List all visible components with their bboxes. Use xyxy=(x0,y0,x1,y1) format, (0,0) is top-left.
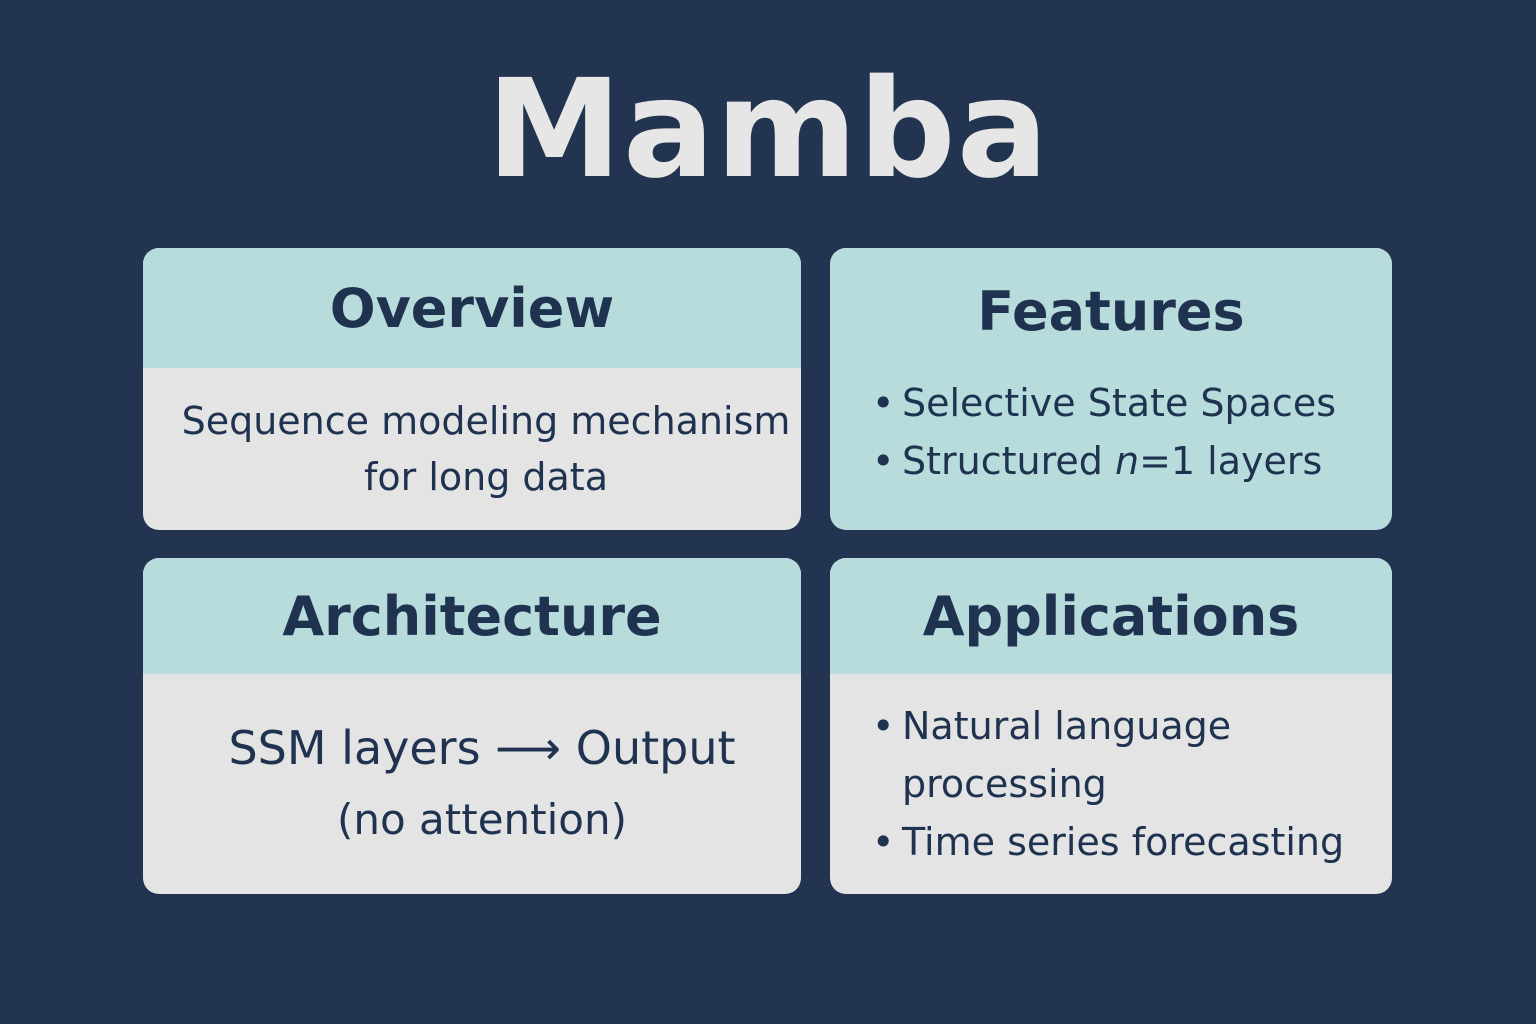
applications-item-nlp: Natural language processing xyxy=(872,697,1392,813)
features-item-variable: n xyxy=(1114,439,1140,483)
features-item-suffix: =1 layers xyxy=(1139,439,1323,483)
architecture-note: (no attention) xyxy=(336,795,628,844)
architecture-flow: SSM layers ⟶ Output xyxy=(228,721,736,775)
features-card: Features Selective State Spaces Structur… xyxy=(830,248,1392,530)
applications-item-time-series: Time series forecasting xyxy=(872,813,1392,871)
overview-line-1: Sequence modeling mechanism xyxy=(181,399,791,443)
overview-heading: Overview xyxy=(143,248,801,368)
architecture-card: Architecture SSM layers ⟶ Output (no att… xyxy=(143,558,801,894)
architecture-heading: Architecture xyxy=(143,558,801,674)
architecture-body: SSM layers ⟶ Output (no attention) xyxy=(143,674,801,894)
features-list: Selective State Spaces Structured n=1 la… xyxy=(872,374,1392,490)
features-body: Selective State Spaces Structured n=1 la… xyxy=(830,374,1392,514)
overview-card: Overview Sequence modeling mechanism for… xyxy=(143,248,801,530)
features-item-selective: Selective State Spaces xyxy=(872,374,1392,432)
features-item-structured: Structured n=1 layers xyxy=(872,432,1392,490)
applications-list: Natural language processing Time series … xyxy=(872,697,1392,871)
applications-card: Applications Natural language processing… xyxy=(830,558,1392,894)
overview-body: Sequence modeling mechanism for long dat… xyxy=(143,368,801,530)
applications-body: Natural language processing Time series … xyxy=(830,674,1392,894)
features-heading: Features xyxy=(830,248,1392,374)
features-item-prefix: Structured xyxy=(902,439,1115,483)
applications-heading: Applications xyxy=(830,558,1392,674)
page-title: Mamba xyxy=(486,51,1050,209)
overview-line-2: for long data xyxy=(363,455,608,499)
